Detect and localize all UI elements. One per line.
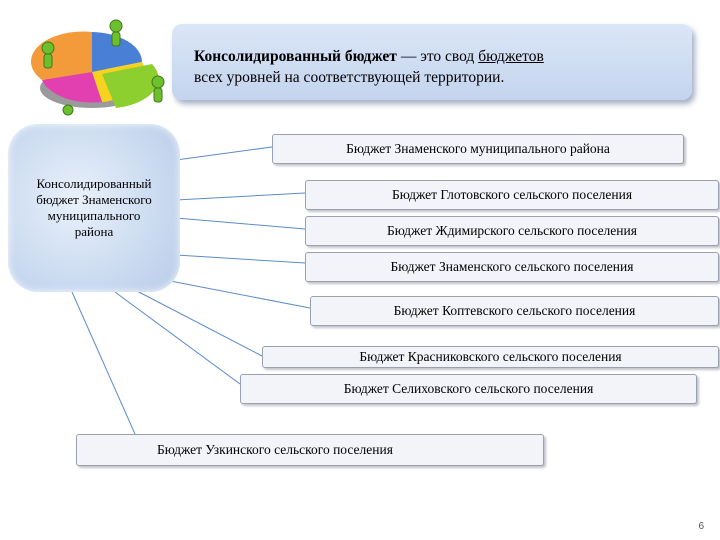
connector-line (134, 289, 263, 357)
budget-box-krasnikovo: Бюджет Красниковского сельского поселени… (262, 346, 719, 368)
connector-line (175, 146, 273, 161)
budget-box-district: Бюджет Знаменского муниципального района (272, 134, 684, 164)
page-number: 6 (698, 521, 704, 532)
definition-banner: Консолидированный бюджет — это свод бюдж… (172, 24, 692, 100)
center-label-line: района (74, 224, 114, 239)
budget-label: Бюджет Селиховского сельского поселения (343, 381, 594, 396)
connector-line (175, 192, 306, 201)
center-label-line: муниципального (47, 208, 141, 223)
connector-line (71, 291, 136, 435)
connector-line (175, 217, 306, 230)
budgets-link[interactable]: бюджетов (478, 48, 544, 65)
consolidated-budget-node: Консолидированный бюджет Знаменского мун… (8, 124, 180, 292)
budget-box-koptevo: Бюджет Коптевского сельского поселения (310, 296, 719, 326)
budget-box-zhdimir: Бюджет Ждимирского сельского поселения (305, 216, 719, 246)
pie-chart-figures-illustration (6, 10, 176, 120)
budget-box-selikhovo: Бюджет Селиховского сельского поселения (240, 374, 697, 404)
banner-text-line2: всех уровней на соответствующей территор… (194, 69, 505, 86)
budget-label: Бюджет Глотовского сельского поселения (391, 187, 633, 202)
center-label-line: Консолидированный (36, 176, 152, 191)
budget-label: Бюджет Красниковского сельского поселени… (359, 349, 622, 364)
center-label-line: бюджет Знаменского (36, 192, 152, 207)
budget-label: Бюджет Знаменского муниципального района (346, 141, 610, 156)
banner-text: — это свод (396, 48, 479, 65)
budget-label: Бюджет Узкинского сельского поселения (157, 442, 393, 457)
connector-line (114, 291, 241, 385)
budget-label: Бюджет Ждимирского сельского поселения (387, 223, 637, 238)
budget-label: Бюджет Знаменского сельского поселения (390, 259, 634, 274)
budget-box-znamenskoe: Бюджет Знаменского сельского поселения (305, 252, 719, 282)
budget-label: Бюджет Коптевского сельского поселения (393, 303, 636, 318)
budget-box-glotovo: Бюджет Глотовского сельского поселения (305, 180, 719, 210)
connector-line (175, 254, 306, 264)
banner-term: Консолидированный бюджет (194, 48, 397, 65)
connector-line (164, 279, 311, 309)
budget-box-uzkoe: Бюджет Узкинского сельского поселения (76, 434, 544, 466)
